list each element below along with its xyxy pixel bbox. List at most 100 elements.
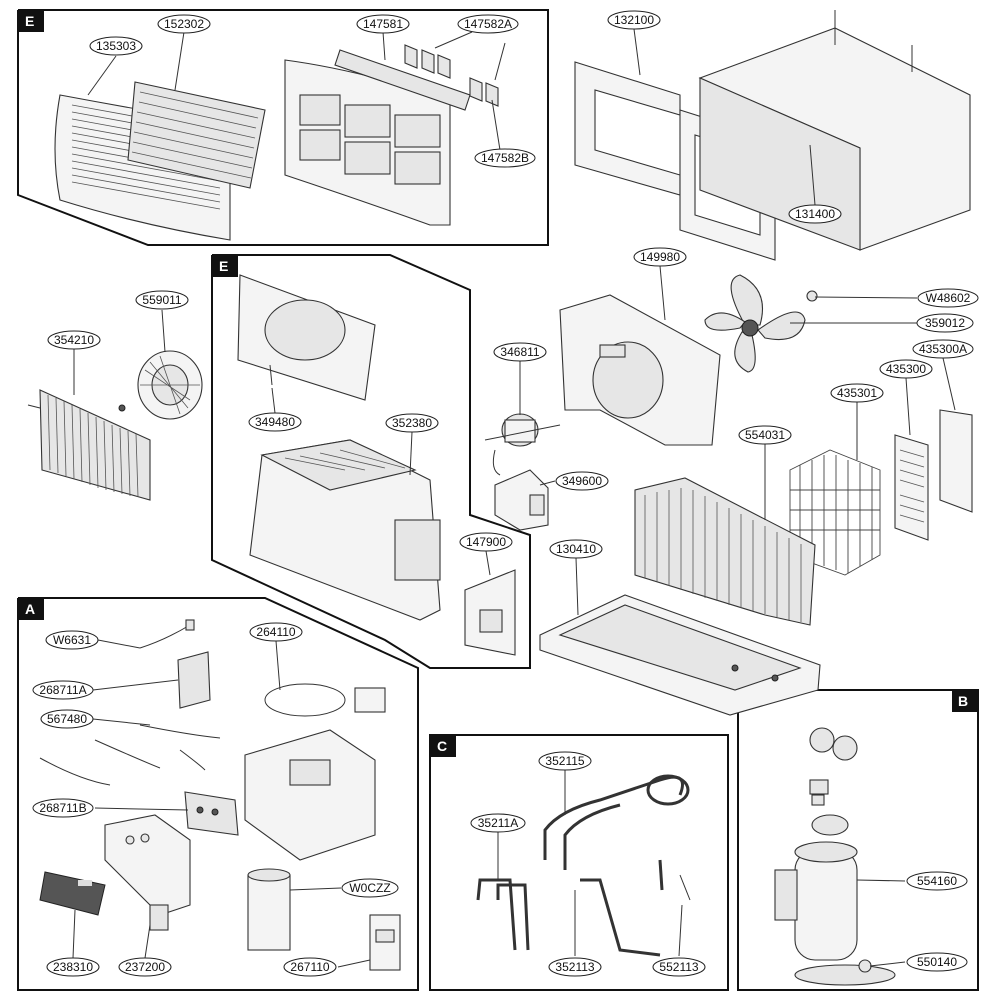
svg-text:349480: 349480 — [255, 415, 295, 429]
svg-text:135303: 135303 — [96, 39, 136, 53]
part-label: 152302 — [157, 14, 211, 34]
part-label: 567480 — [40, 709, 94, 729]
svg-text:147581: 147581 — [363, 17, 403, 31]
evaporator-coil-drawing — [27, 389, 151, 501]
svg-text:130410: 130410 — [556, 542, 596, 556]
part-label: 147581 — [356, 14, 410, 34]
part-label: W48602 — [917, 288, 979, 308]
condenser-coil-drawing — [634, 477, 816, 626]
part-label: W6631 — [45, 630, 99, 650]
section-e-mid-border: E — [211, 254, 531, 669]
part-label: 268711A — [32, 680, 94, 700]
section-c-border: C — [429, 734, 729, 991]
part-label: 147582A — [457, 14, 519, 34]
svg-text:131400: 131400 — [795, 207, 835, 221]
compressor-drawing — [774, 727, 896, 986]
part-label: 35211A — [470, 813, 526, 833]
blower-wheel-drawing — [118, 350, 203, 420]
side-louver-drawing — [894, 434, 929, 541]
air-filter-drawing — [127, 81, 266, 189]
svg-text:268711B: 268711B — [39, 801, 86, 815]
part-label: 268711B — [32, 798, 94, 818]
part-label: 550140 — [906, 952, 968, 972]
part-label: 552113 — [652, 957, 706, 977]
part-label: 237200 — [118, 957, 172, 977]
fan-shroud-drawing — [237, 274, 376, 401]
part-label: 267110 — [283, 957, 337, 977]
part-label: 238310 — [46, 957, 100, 977]
louver-clips-drawing — [404, 44, 499, 107]
svg-text:359012: 359012 — [925, 316, 965, 330]
svg-text:554031: 554031 — [745, 428, 785, 442]
svg-text:352113: 352113 — [555, 960, 594, 974]
svg-text:W6631: W6631 — [53, 633, 91, 647]
section-b-border: B — [737, 689, 979, 991]
part-label: 131400 — [788, 204, 842, 224]
svg-text:238310: 238310 — [53, 960, 93, 974]
part-label: 435300A — [912, 339, 974, 359]
svg-text:268711A: 268711A — [39, 683, 86, 697]
fan-clip-drawing — [806, 290, 818, 302]
svg-text:267110: 267110 — [290, 960, 329, 974]
section-b-tag: B — [958, 693, 968, 709]
svg-text:559011: 559011 — [142, 293, 181, 307]
svg-text:132100: 132100 — [614, 13, 654, 27]
section-c-tag: C — [437, 738, 447, 754]
svg-text:567480: 567480 — [47, 712, 87, 726]
section-e-top-border: E — [17, 9, 549, 246]
part-label: 435300 — [879, 359, 933, 379]
svg-text:435300: 435300 — [886, 362, 926, 376]
part-label: 435301 — [830, 383, 884, 403]
svg-text:147900: 147900 — [466, 535, 506, 549]
condenser-fan-blade-drawing — [704, 274, 806, 373]
svg-text:147582A: 147582A — [464, 17, 512, 31]
svg-text:149980: 149980 — [640, 250, 680, 264]
svg-text:264110: 264110 — [256, 625, 295, 639]
part-label: 554160 — [906, 871, 968, 891]
refrigerant-tubing-drawing — [476, 774, 691, 957]
side-panel-a-drawing — [939, 409, 973, 513]
svg-text:552113: 552113 — [659, 960, 698, 974]
section-a-parts-drawing — [39, 619, 401, 971]
part-label: 349600 — [555, 471, 609, 491]
svg-text:352115: 352115 — [545, 754, 584, 768]
base-pan-drawing — [539, 594, 821, 716]
part-labels: 135303 152302 147581 147582A 147582B 132… — [32, 10, 979, 977]
base-chassis-drawing — [249, 439, 441, 621]
part-label: 554031 — [738, 425, 792, 445]
front-frame-drawing — [284, 49, 471, 226]
svg-text:152302: 152302 — [164, 17, 204, 31]
svg-text:237200: 237200 — [125, 960, 165, 974]
svg-text:346811: 346811 — [500, 345, 539, 359]
section-e-mid-tag: E — [219, 258, 228, 274]
part-label: 147900 — [459, 532, 513, 552]
part-label: 354210 — [47, 330, 101, 350]
motor-bracket-drawing — [494, 469, 549, 531]
svg-text:352380: 352380 — [392, 416, 432, 430]
leader-lines — [72, 28, 956, 968]
part-label: 130410 — [549, 539, 603, 559]
part-label: 264110 — [249, 622, 303, 642]
part-label: 349480 — [248, 412, 302, 432]
section-a-tag: A — [25, 601, 35, 617]
svg-text:349600: 349600 — [562, 474, 602, 488]
part-label: 359012 — [916, 313, 974, 333]
svg-text:435300A: 435300A — [919, 342, 967, 356]
control-bracket-drawing — [464, 569, 516, 656]
part-label: 132100 — [607, 10, 661, 30]
svg-text:554160: 554160 — [917, 874, 957, 888]
condenser-shroud-drawing — [559, 294, 721, 446]
section-e-top-tag: E — [25, 13, 34, 29]
part-label: 149980 — [633, 247, 687, 267]
part-label: 346811 — [493, 342, 547, 362]
svg-text:550140: 550140 — [917, 955, 957, 969]
svg-text:147582B: 147582B — [481, 151, 529, 165]
svg-text:W48602: W48602 — [926, 291, 971, 305]
svg-text:W0CZZ: W0CZZ — [349, 881, 390, 895]
part-label: 559011 — [135, 290, 189, 310]
section-a-border: A — [17, 597, 419, 991]
part-label: 352113 — [548, 957, 602, 977]
part-label: 352115 — [538, 751, 592, 771]
part-label: 352380 — [385, 413, 439, 433]
